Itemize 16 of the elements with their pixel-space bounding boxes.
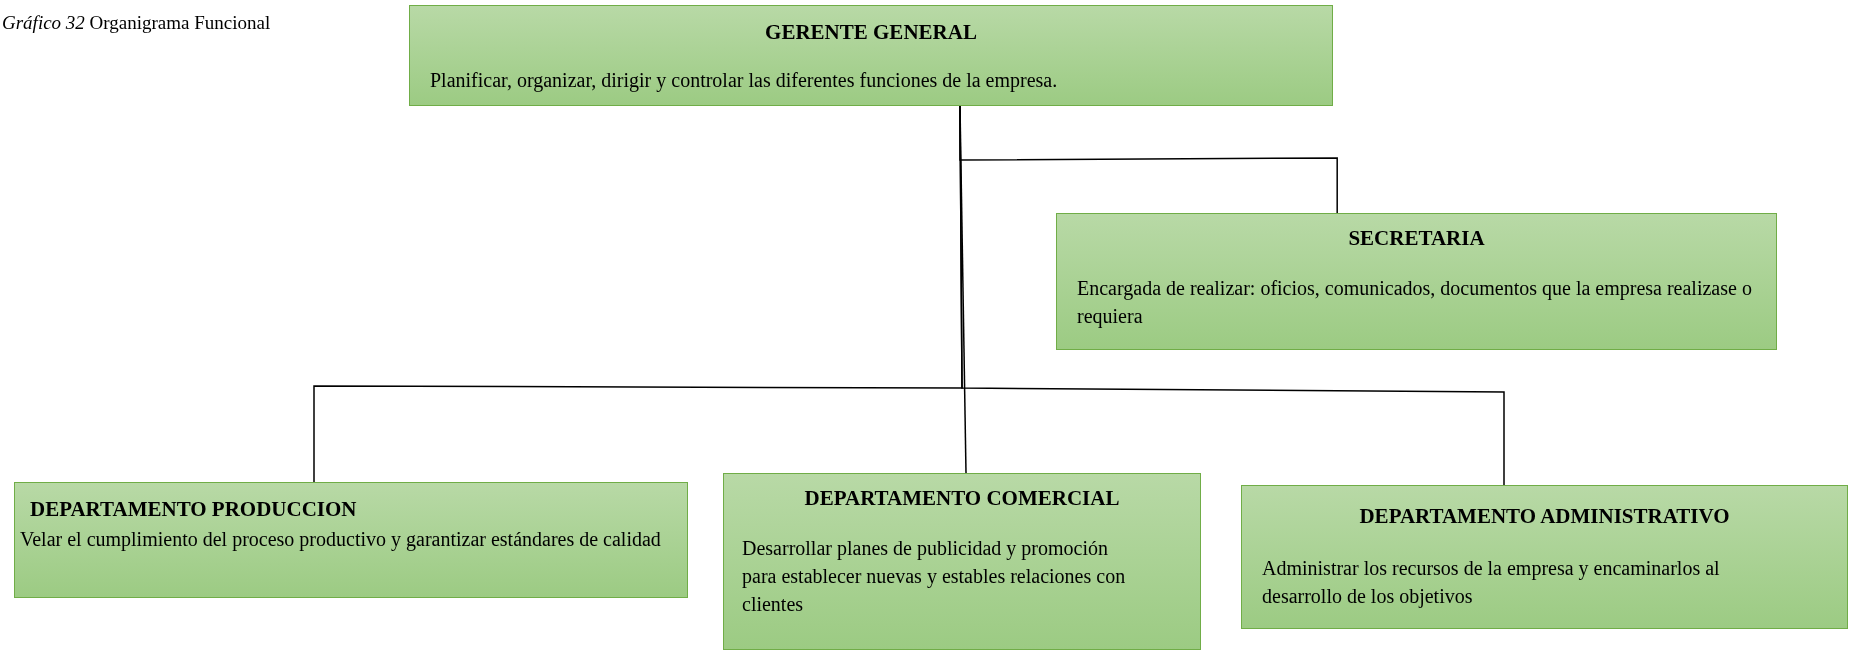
figure-caption: Gráfico 32 Organigrama Funcional (2, 12, 271, 34)
org-box (1241, 485, 1848, 629)
role-description: Planificar, organizar, dirigir y controlar las diferentes funciones de la empresa. (430, 68, 1059, 94)
org-box (723, 473, 1201, 650)
org-box (14, 482, 688, 598)
role-title: DEPARTAMENTO ADMINISTRATIVO (1358, 504, 1731, 529)
org-box (1056, 213, 1777, 350)
role-description: Desarrollar planes de publicidad y promoción para establecer nuevas y estables relaciones con clientes (742, 536, 1127, 617)
role-title: DEPARTAMENTO PRODUCCION (30, 497, 357, 522)
role-description: Velar el cumplimiento del proceso productivo y garantizar estándares de calidad (20, 527, 662, 553)
role-title: GERENTE GENERAL (764, 20, 978, 45)
role-description: Administrar los recursos de la empresa y encaminarlos al desarrollo de los objetivos (1262, 556, 1721, 610)
role-description: Encargada de realizar: oficios, comunicados, documentos que la empresa realizase o requiera (1077, 276, 1753, 330)
role-title: DEPARTAMENTO COMERCIAL (803, 486, 1121, 511)
org-box (409, 5, 1333, 106)
role-title: SECRETARIA (1347, 226, 1486, 251)
